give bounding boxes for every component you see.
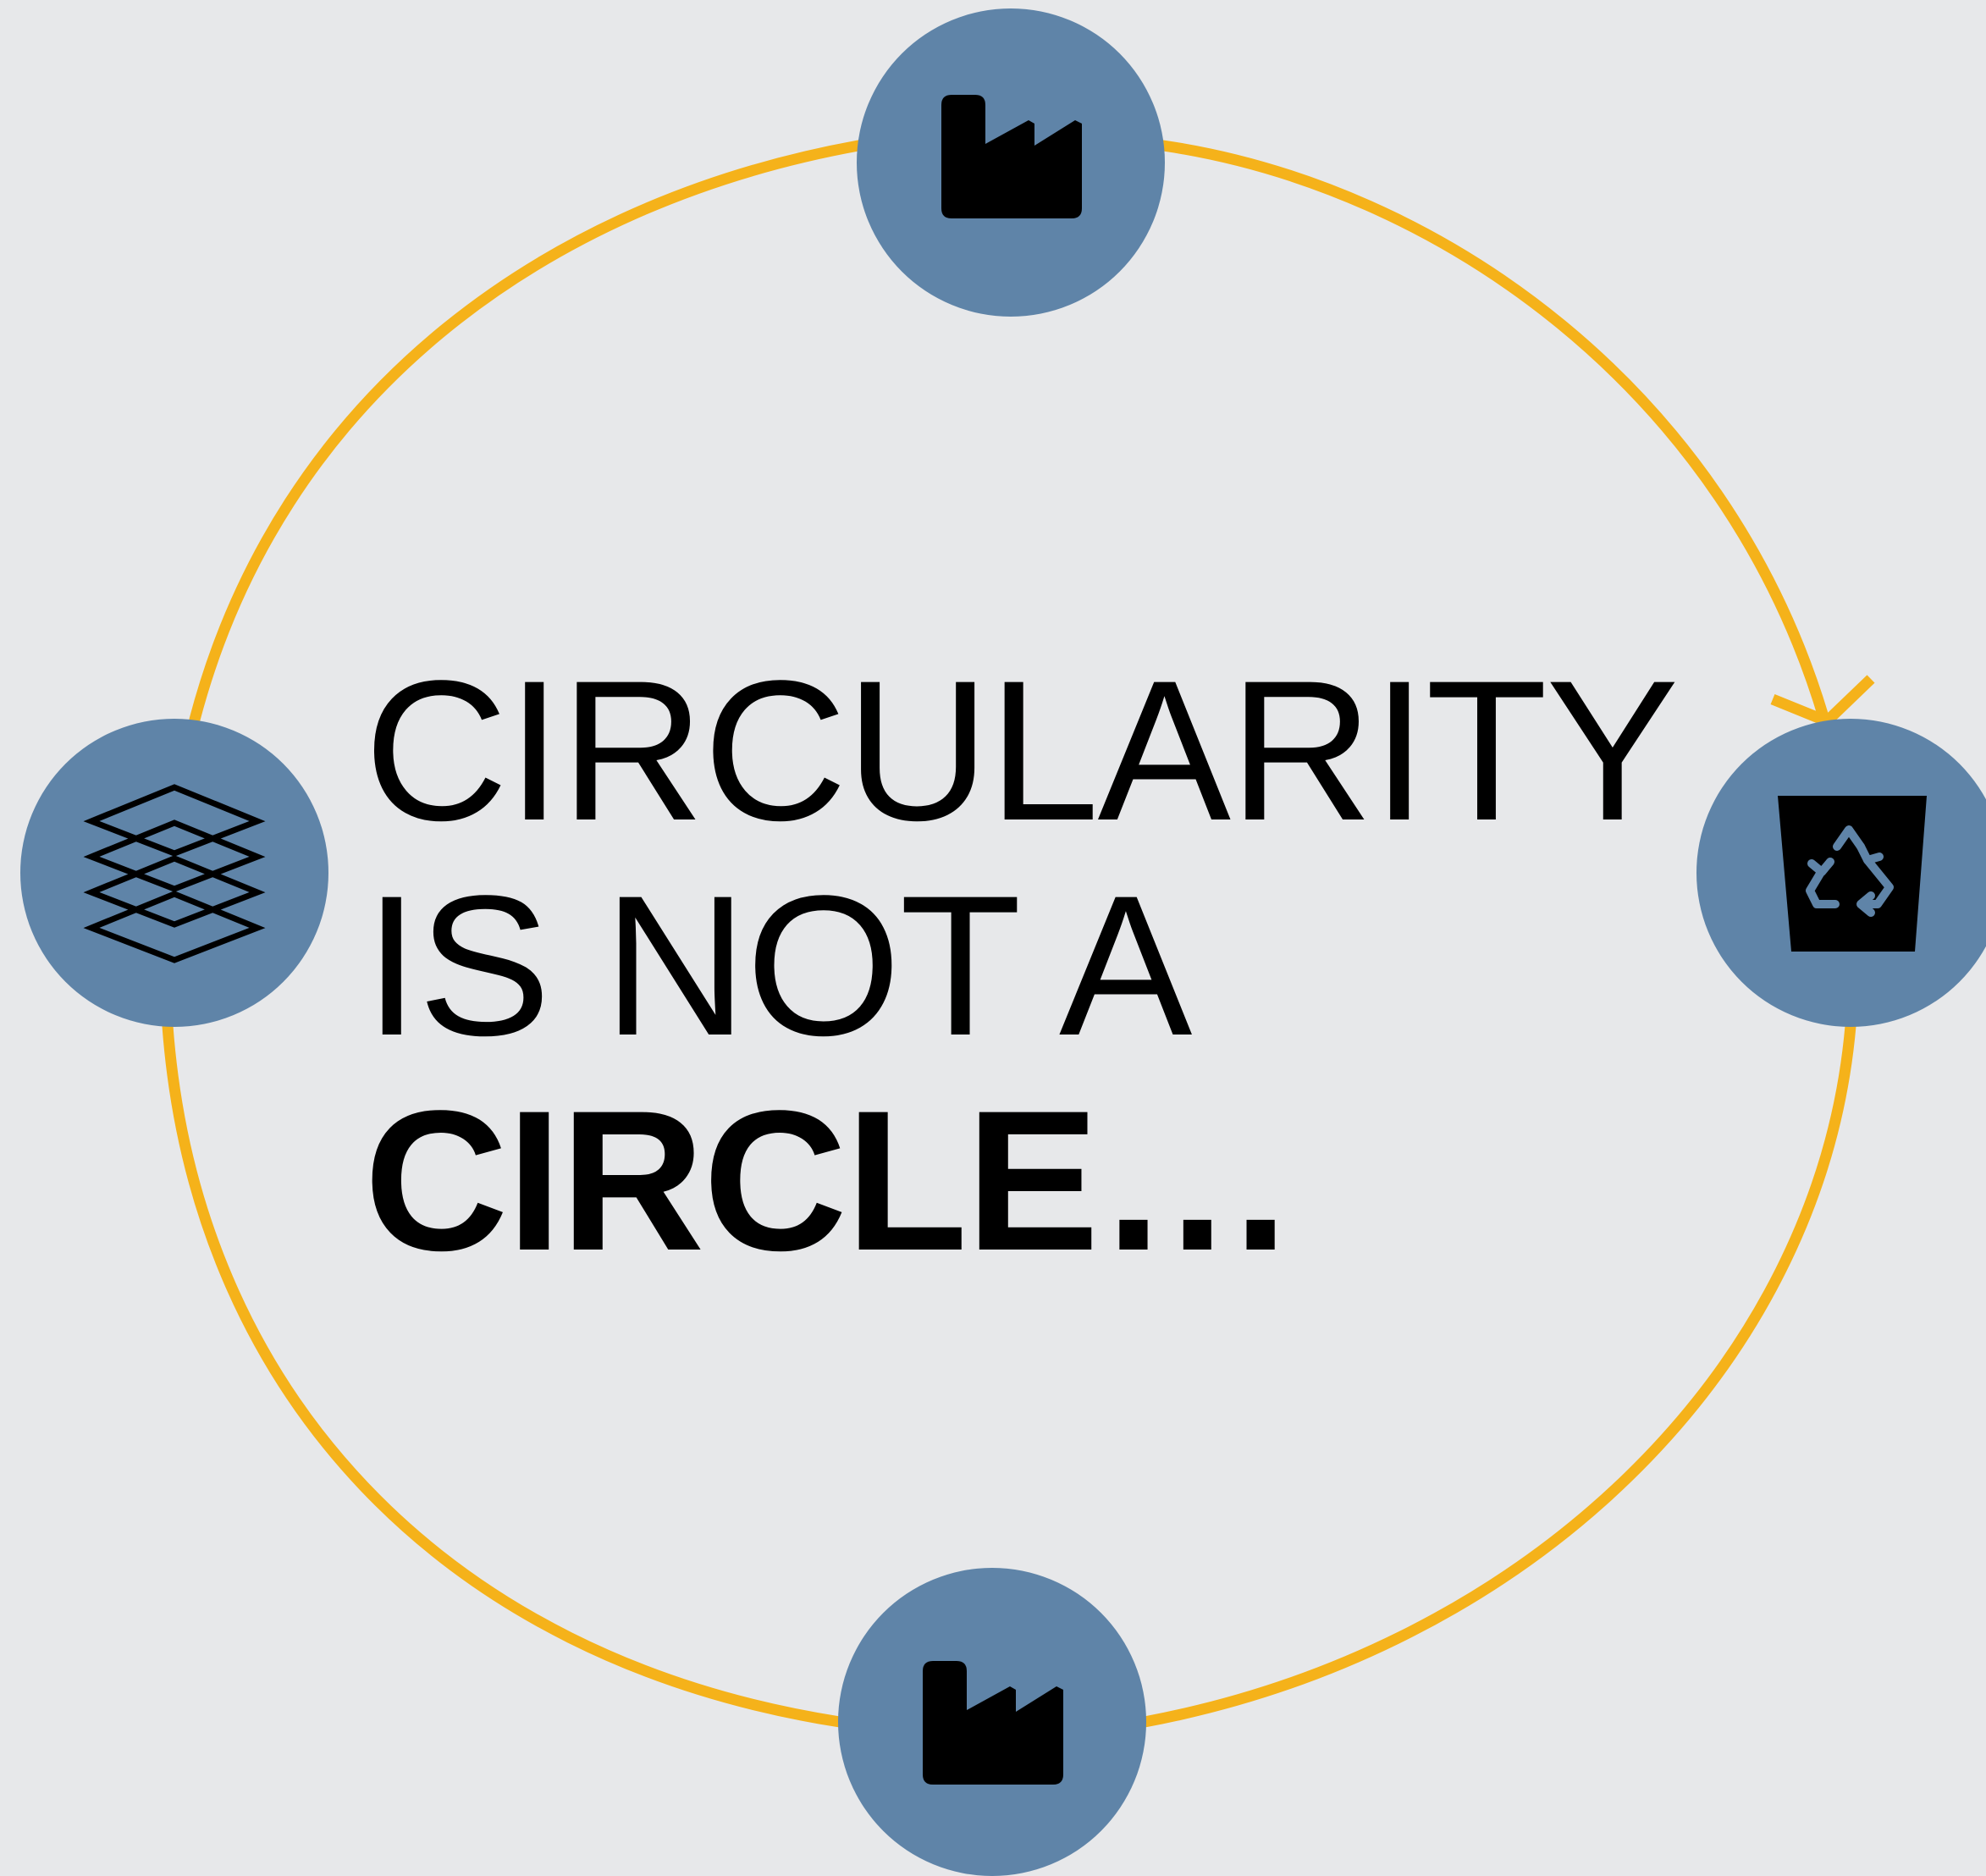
- ring-arc-right-to-bottom: [1139, 1020, 1856, 1728]
- headline-line-2: IS NOT A: [364, 854, 1192, 1078]
- recycle-bin-icon: [1778, 796, 1927, 952]
- node-left: [20, 719, 328, 1027]
- cycle-ring: [162, 140, 1856, 1728]
- headline-line-3: CIRCLE…: [364, 1069, 1297, 1293]
- ring-arc-left-to-top: [189, 140, 864, 726]
- headline-line-1: CIRCULARITY: [364, 639, 1680, 863]
- node-right: [1696, 719, 1986, 1027]
- node-left-circle: [20, 719, 328, 1027]
- node-bottom: [838, 1568, 1146, 1876]
- node-top: [857, 8, 1165, 317]
- headline: CIRCULARITY IS NOT A CIRCLE…: [364, 643, 1718, 1288]
- factory-icon: [941, 95, 1082, 218]
- ring-arc-bottom-to-left: [162, 1020, 846, 1728]
- factory-icon: [923, 1661, 1063, 1785]
- stacked-layers-icon: [83, 784, 266, 963]
- ring-arc-top-to-right: [1157, 140, 1830, 726]
